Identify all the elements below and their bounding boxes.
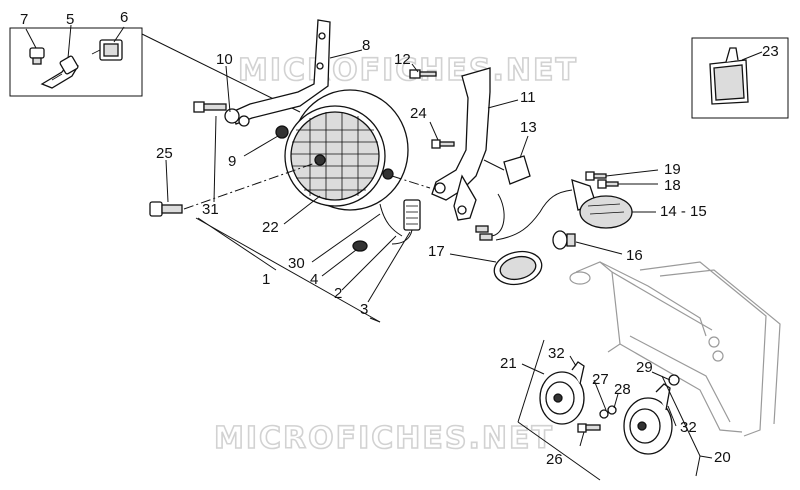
headlight-assembly <box>284 89 409 237</box>
nut-washers-27-28 <box>599 405 617 419</box>
washer-29 <box>668 374 680 386</box>
screw-26 <box>577 423 601 433</box>
callout-19: 19 <box>664 161 681 178</box>
callout-12: 12 <box>394 51 411 68</box>
mounting-bolt-10 <box>193 101 250 127</box>
callout-6: 6 <box>120 9 128 26</box>
screw-19 <box>585 171 607 181</box>
callout-17: 17 <box>428 243 445 260</box>
callout-5: 5 <box>66 11 74 28</box>
leader-lines <box>165 49 713 481</box>
grommet-4 <box>352 240 368 252</box>
reflector-inset-frame <box>691 37 789 119</box>
callout-3: 3 <box>360 301 368 318</box>
callout-13: 13 <box>520 119 537 136</box>
screw-18 <box>597 179 619 189</box>
callout-20: 20 <box>714 449 731 466</box>
callout-2: 2 <box>334 285 342 302</box>
horn-20 <box>623 383 673 455</box>
callout-28: 28 <box>614 381 631 398</box>
turn-indicator-14-15 <box>495 179 633 241</box>
reflector-inset <box>691 37 789 119</box>
indicator-lens-17 <box>493 250 543 286</box>
callout-16: 16 <box>626 247 643 264</box>
horn-21 <box>539 361 585 425</box>
callout-7: 7 <box>20 11 28 28</box>
small-bulb-icon <box>29 47 45 65</box>
callout-14-15: 14 - 15 <box>660 203 707 220</box>
headlight-bulb-icon <box>40 55 79 89</box>
callout-32-right: 32 <box>680 419 697 436</box>
callout-22: 22 <box>262 219 279 236</box>
bulb-inset-frame <box>9 27 143 97</box>
callout-4: 4 <box>310 271 318 288</box>
callout-8: 8 <box>362 37 370 54</box>
relay-13 <box>475 155 531 241</box>
callout-10: 10 <box>216 51 233 68</box>
motorcycle-frame <box>569 261 781 437</box>
callout-30: 30 <box>288 255 305 272</box>
callout-29: 29 <box>636 359 653 376</box>
watermark-top: MICROFICHES.NET <box>238 53 578 88</box>
callout-32-left: 32 <box>548 345 565 362</box>
callout-18: 18 <box>664 177 681 194</box>
callout-9: 9 <box>228 153 236 170</box>
watermark-bottom: MICROFICHES.NET <box>214 421 554 456</box>
bulb-inset <box>9 24 143 97</box>
headlight-support-11 <box>431 67 491 221</box>
callout-31: 31 <box>202 201 219 218</box>
reflector-icon <box>709 47 749 105</box>
callout-26: 26 <box>546 451 563 468</box>
bolt-25 <box>149 201 183 217</box>
screw-24 <box>431 139 455 149</box>
screw-12 <box>409 69 437 79</box>
callout-1: 1 <box>262 271 270 288</box>
callout-21: 21 <box>500 355 517 372</box>
headlight-bracket <box>231 19 331 125</box>
callout-27: 27 <box>592 371 609 388</box>
rubber-bush-9 <box>275 125 289 139</box>
callout-23: 23 <box>762 43 779 60</box>
callout-11: 11 <box>520 89 536 106</box>
callout-25: 25 <box>156 145 173 162</box>
bulb-16 <box>552 230 576 250</box>
connector-plug-icon <box>91 39 123 61</box>
wiring-connector <box>391 199 421 245</box>
callout-24: 24 <box>410 105 427 122</box>
